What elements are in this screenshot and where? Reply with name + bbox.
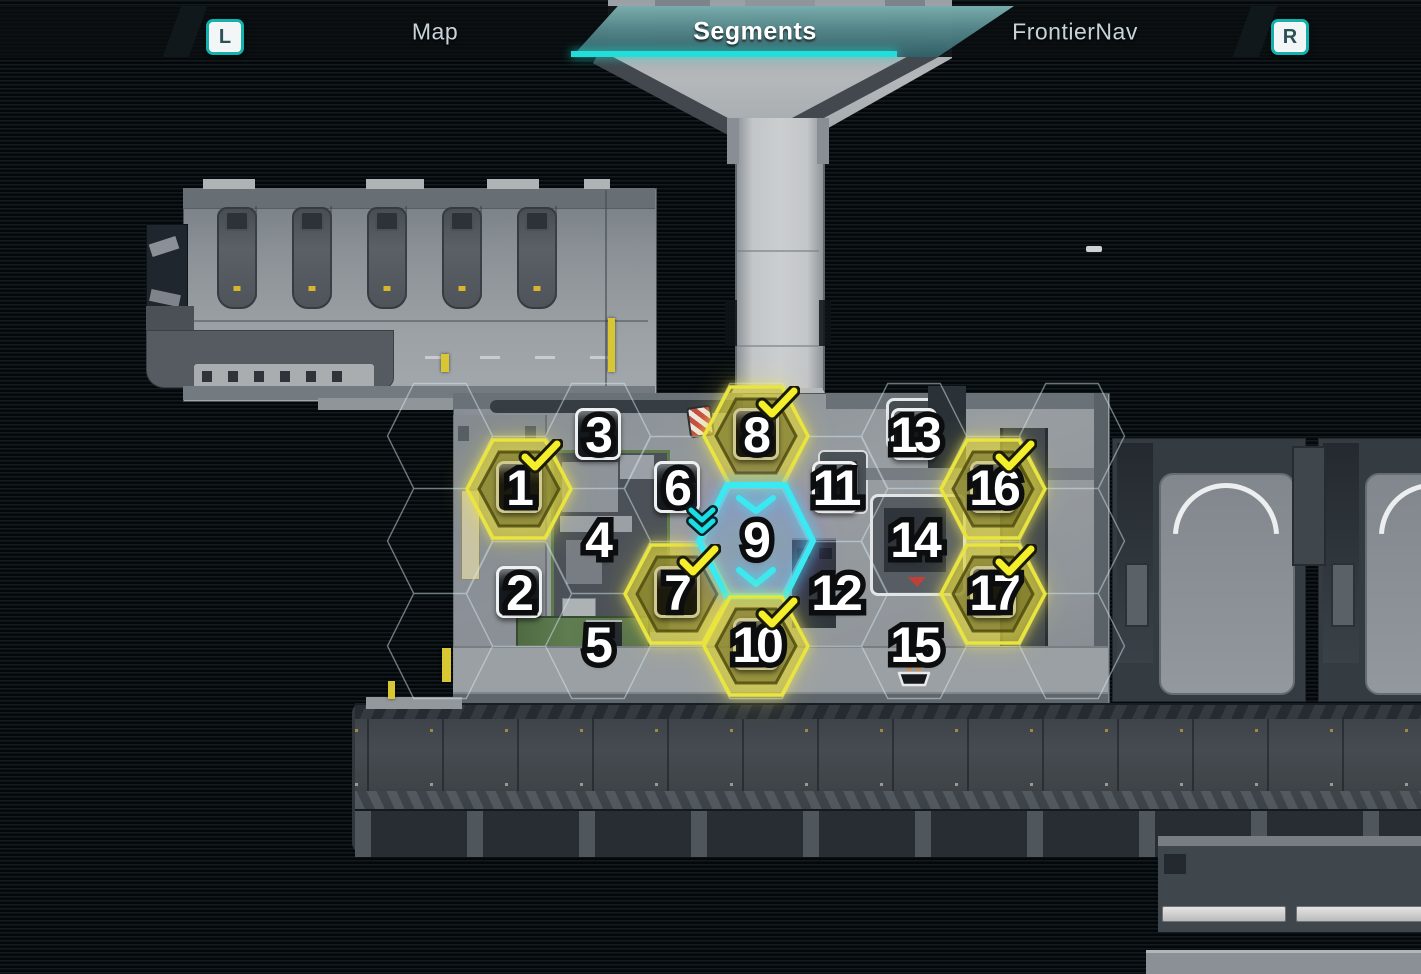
segment-number: 13 — [890, 410, 942, 460]
skell-bay — [1318, 438, 1421, 702]
south-walkway — [453, 646, 1108, 696]
hangar-top-wall — [183, 188, 655, 209]
segment-number: 3 — [585, 410, 613, 460]
segment-number: 6 — [664, 463, 692, 513]
segment-number: 11 — [813, 463, 862, 513]
collected-check-icon — [992, 544, 1037, 579]
map-detail-dash — [1086, 246, 1102, 252]
corridor-notch — [725, 300, 737, 346]
player-position-icon — [686, 505, 718, 536]
door-marker — [388, 681, 395, 699]
left-bumper-button[interactable]: L — [206, 19, 244, 55]
south-corridor — [355, 703, 1421, 857]
segment-number: 2 — [506, 568, 534, 618]
floor-wall — [1094, 393, 1108, 715]
door-marker — [608, 318, 615, 372]
segment-number: 15 — [890, 620, 942, 670]
segment-number: 9 — [743, 515, 771, 565]
wall-rail — [490, 400, 738, 413]
southeast-room-wall — [1158, 836, 1421, 848]
light-strip — [1296, 906, 1421, 922]
stasis-pod — [292, 207, 332, 309]
active-tab-highlight — [571, 6, 1015, 57]
segment-number: 7 — [664, 568, 692, 618]
north-corridor — [735, 118, 825, 410]
floor-seam — [190, 320, 648, 322]
wall-seam — [480, 206, 482, 298]
stasis-pod — [367, 207, 407, 309]
wall-seam — [330, 206, 332, 298]
wall-panel — [461, 490, 480, 580]
hangar-dock-tab — [366, 179, 424, 189]
top-tab-bar: L Map Segments FrontierNav R — [0, 6, 1421, 57]
door-marker — [441, 354, 449, 372]
tab-frontiernav[interactable]: FrontierNav — [1012, 18, 1138, 44]
tab-map[interactable]: Map — [411, 18, 459, 44]
hangar-dock-tab — [584, 179, 610, 189]
wall-seam — [405, 206, 407, 298]
hangar-dock-tab — [487, 179, 539, 189]
structure-block — [620, 455, 654, 479]
segment-number: 4 — [585, 515, 613, 565]
active-tab-underline — [571, 51, 897, 57]
segment-number: 1 — [506, 463, 534, 513]
segment-number: 14 — [890, 515, 942, 565]
bar-slant-decor — [162, 6, 208, 57]
southeast-platform — [1146, 950, 1421, 974]
corridor-flare — [817, 118, 829, 164]
right-bumper-button[interactable]: R — [1271, 19, 1309, 55]
wall-seam — [605, 190, 607, 398]
segment-number: 12 — [811, 568, 863, 618]
corridor-notch — [819, 300, 831, 346]
collected-check-icon — [755, 386, 800, 421]
floor-dashes — [205, 356, 625, 359]
wall-seam — [555, 206, 557, 298]
hangar-dock-tab — [203, 179, 255, 189]
wall-seam — [255, 206, 257, 298]
corridor-seam — [737, 345, 819, 347]
segment-number: 10 — [732, 620, 784, 670]
post — [458, 426, 469, 441]
collected-check-icon — [992, 439, 1037, 474]
post — [525, 426, 536, 441]
collected-check-icon — [755, 596, 800, 631]
collected-check-icon — [518, 439, 563, 474]
tab-segments[interactable]: Segments — [693, 17, 817, 45]
console-strip — [194, 364, 374, 388]
collected-check-icon — [676, 544, 721, 579]
segment-number: 5 — [585, 620, 613, 670]
segment-number: 8 — [743, 410, 771, 460]
door-marker — [442, 648, 451, 682]
skell-bay — [1112, 438, 1306, 702]
bay-machinery — [1292, 446, 1326, 566]
light-strip — [1162, 906, 1286, 922]
corridor-step — [366, 697, 462, 709]
corridor-seam — [737, 250, 819, 252]
corridor-flare — [727, 118, 739, 164]
